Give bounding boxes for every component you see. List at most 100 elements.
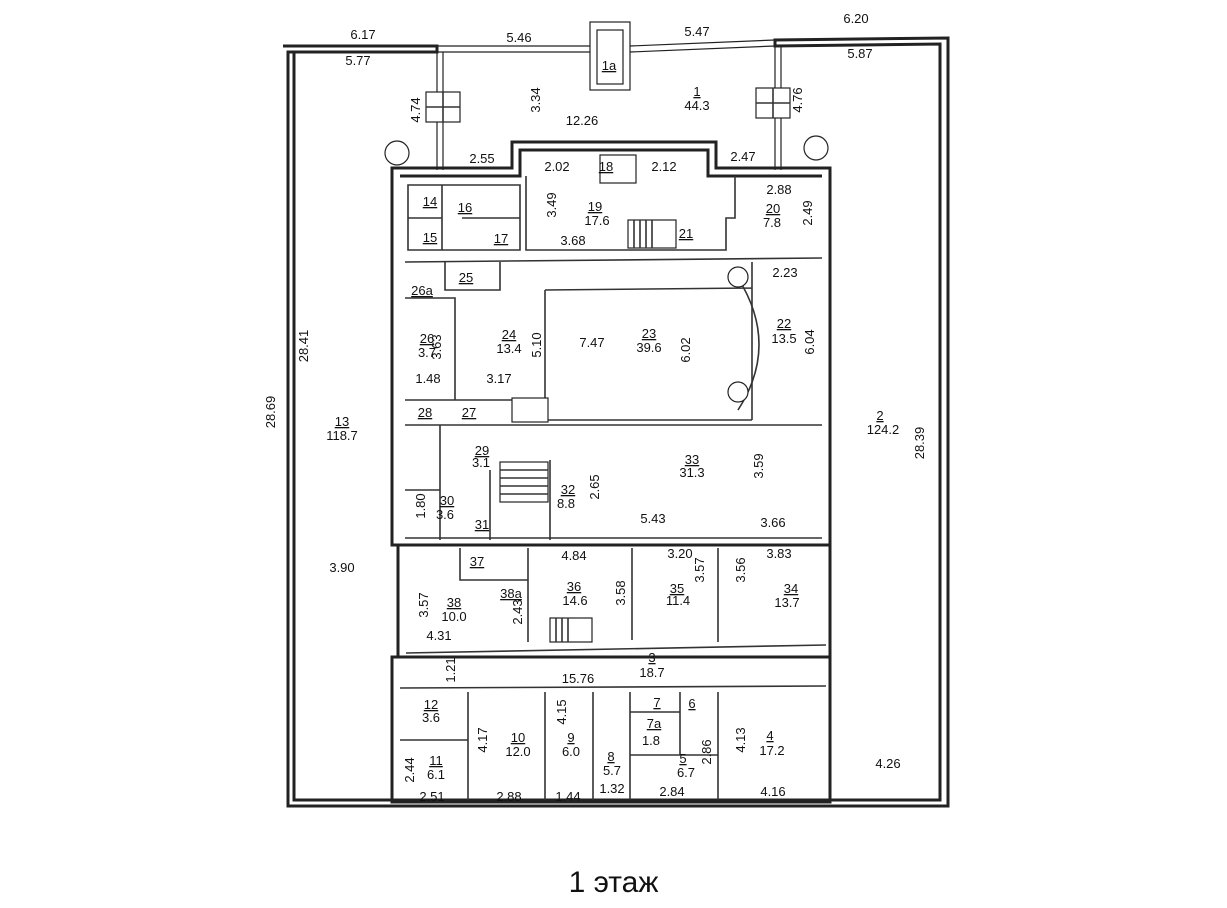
room-area: 13.7 <box>774 595 799 610</box>
dimension-label: 4.76 <box>790 87 805 112</box>
room-number: 2 <box>876 408 883 423</box>
room-number: 20 <box>766 201 780 216</box>
room-label: 318.7 <box>639 650 664 680</box>
dimension-label: 2.88 <box>496 789 521 804</box>
dimension-label: 2.02 <box>544 159 569 174</box>
dimension-label: 28.41 <box>296 330 311 363</box>
room-area: 118.7 <box>326 428 358 443</box>
room-area: 17.2 <box>759 743 784 758</box>
room-number: 8 <box>607 749 614 764</box>
dimension-label: 3.57 <box>692 557 707 582</box>
dimension-label: 4.74 <box>408 97 423 122</box>
dimension-label: 15.76 <box>562 671 595 686</box>
room-label: 7a1.8 <box>642 716 662 748</box>
room-number: 22 <box>777 316 791 331</box>
dimension-label: 6.02 <box>678 337 693 362</box>
room-label: 56.7 <box>677 751 695 780</box>
dimension-label: 4.15 <box>554 699 569 724</box>
dimension-label: 4.84 <box>561 548 586 563</box>
floor-caption: 1 этаж <box>568 866 659 899</box>
floor-plan: 6.17 5.77 5.46 5.47 6.20 5.87 4.74 4.76 … <box>263 11 950 808</box>
room-area: 44.3 <box>684 98 709 113</box>
dimension-label: 28.69 <box>263 396 278 429</box>
room-number: 31 <box>475 517 489 532</box>
room-area: 31.3 <box>679 465 704 480</box>
room-number: 34 <box>784 581 798 596</box>
dimension-label: 3.57 <box>416 592 431 617</box>
room-number: 30 <box>440 493 454 508</box>
room-number: 29 <box>475 443 489 458</box>
dimension-label: 4.16 <box>760 784 785 799</box>
room-label: 123.6 <box>422 697 440 725</box>
room-number: 14 <box>423 194 437 209</box>
room-number: 38a <box>500 586 522 601</box>
dimension-label: 2.51 <box>419 789 444 804</box>
room-number: 35 <box>670 581 684 596</box>
room-label: 417.2 <box>759 728 784 758</box>
room-number: 23 <box>642 326 656 341</box>
dimension-label: 5.43 <box>640 511 665 526</box>
dimension-label: 5.77 <box>345 53 370 68</box>
dimension-label: 2.47 <box>730 149 755 164</box>
room-number: 1 <box>693 84 700 99</box>
column <box>727 381 749 403</box>
room-label: 116.1 <box>427 753 445 782</box>
dimension-label: 2.65 <box>587 474 602 499</box>
dimension-label: 3.90 <box>329 560 354 575</box>
dimension-label: 28.39 <box>912 427 927 460</box>
room-area: 13.4 <box>496 341 521 356</box>
dimension-label: 3.63 <box>429 334 444 359</box>
dimension-label: 3.49 <box>544 192 559 217</box>
room-area: 10.0 <box>441 609 466 624</box>
room-number: 5 <box>679 751 686 766</box>
dimension-label: 2.23 <box>772 265 797 280</box>
room-area: 18.7 <box>639 665 664 680</box>
room-number: 19 <box>588 199 602 214</box>
room-label: 293.1 <box>472 443 490 470</box>
dimension-label: 2.44 <box>402 757 417 782</box>
dimension-label: 3.59 <box>751 453 766 478</box>
dimension-label: 1.80 <box>413 493 428 518</box>
dimension-label: 6.04 <box>802 329 817 354</box>
room-label: 96.0 <box>562 730 580 759</box>
porch-1a <box>589 21 631 91</box>
dimension-label: 3.83 <box>766 546 791 561</box>
room-number: 15 <box>423 230 437 245</box>
room-number: 10 <box>511 730 525 745</box>
room-area: 3.6 <box>422 710 440 725</box>
column <box>803 135 829 161</box>
dimension-label: 3.34 <box>528 87 543 112</box>
dimension-label: 3.17 <box>486 371 511 386</box>
dimension-label: 1.44 <box>555 789 580 804</box>
entry-markers <box>425 87 791 184</box>
room-number: 26a <box>411 283 433 298</box>
column <box>727 266 749 288</box>
dimension-label: 6.20 <box>843 11 868 26</box>
room-number: 16 <box>458 200 472 215</box>
room-area: 3.1 <box>472 455 490 470</box>
room-number: 9 <box>567 730 574 745</box>
room-number: 13 <box>335 414 349 429</box>
room-area: 3.7 <box>418 345 436 360</box>
dimension-label: 1.48 <box>415 371 440 386</box>
room-number: 18 <box>599 159 613 174</box>
room-number: 6 <box>688 696 695 711</box>
dimension-label: 5.47 <box>684 24 709 39</box>
room-number: 28 <box>418 405 432 420</box>
room-number: 25 <box>459 270 473 285</box>
dimension-label: 7.47 <box>579 335 604 350</box>
room-area: 5.7 <box>603 763 621 778</box>
room-area: 1.8 <box>642 733 660 748</box>
dimension-label: 2.49 <box>800 200 815 225</box>
room-area: 6.1 <box>427 767 445 782</box>
room-area: 13.5 <box>771 331 796 346</box>
